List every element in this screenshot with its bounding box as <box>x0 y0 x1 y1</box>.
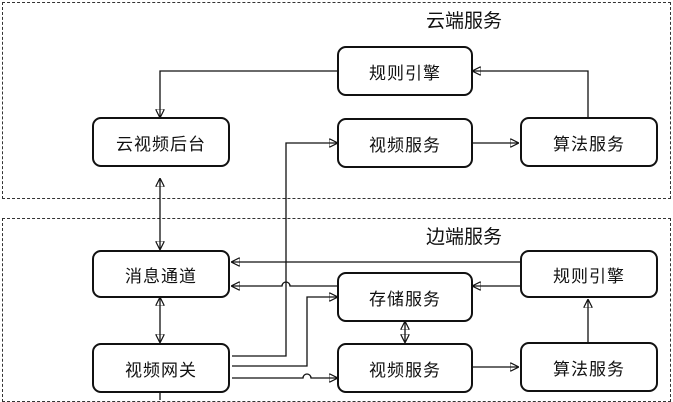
edge-storage-service-node: 存储服务 <box>337 272 473 322</box>
edge-gateway-to-video <box>232 373 337 378</box>
edge-cloud-algo-to-rule <box>473 71 589 117</box>
edge-rule-engine-node: 规则引擎 <box>520 250 658 298</box>
cloud-rule-engine-node: 规则引擎 <box>337 46 473 96</box>
cloud-video-service-node: 视频服务 <box>337 118 473 168</box>
edge-video-service-node: 视频服务 <box>337 343 473 393</box>
edge-gateway-to-storage <box>232 297 337 367</box>
edge-storage-to-message-channel <box>232 281 337 286</box>
cloud-region <box>2 2 671 199</box>
edge-algo-service-node: 算法服务 <box>520 342 658 392</box>
edge-cloud-rule-to-backend <box>160 70 337 117</box>
cloud-region-title: 云端服务 <box>426 10 503 32</box>
edge-message-channel-node: 消息通道 <box>92 250 230 298</box>
cloud-algo-service-node: 算法服务 <box>520 117 658 167</box>
edge-video-gateway-node: 视频网关 <box>92 343 230 393</box>
cloud-video-backend-node: 云视频后台 <box>92 117 230 167</box>
edge-region-title: 边端服务 <box>426 226 503 248</box>
edge-gateway-to-cloud-video <box>232 143 337 357</box>
